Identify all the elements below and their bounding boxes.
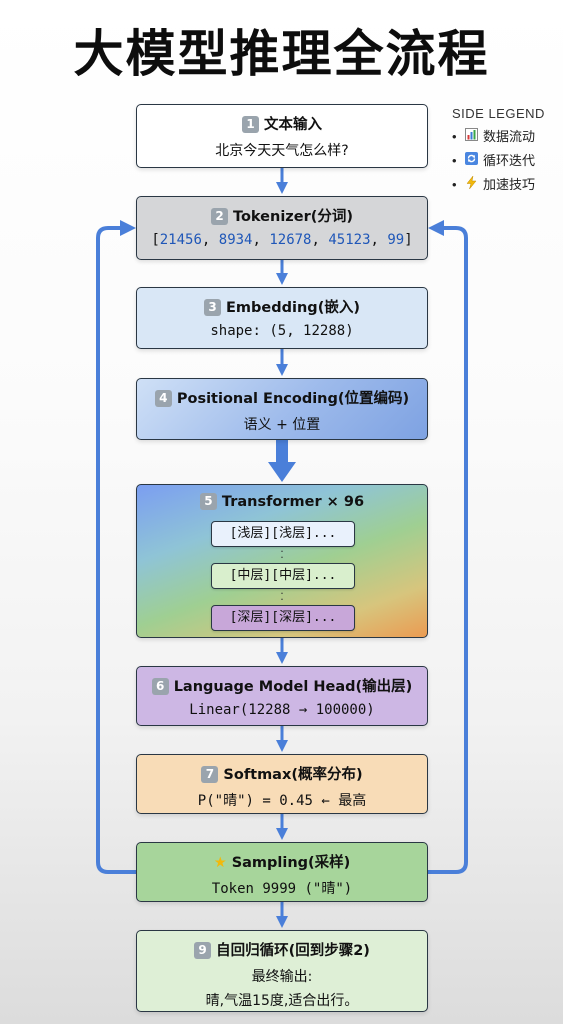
- step-text-input: 1 文本输入 北京今天天气怎么样?: [136, 104, 428, 168]
- vertical-ellipsis: ··: [280, 587, 284, 606]
- step-number-badge: 2: [211, 208, 228, 225]
- legend-title: SIDE LEGEND: [452, 106, 545, 121]
- transformer-deep-layers: [深层][深层]...: [211, 605, 355, 631]
- page-title: 大模型推理全流程: [73, 25, 490, 83]
- arrow-4-5-thick: [268, 440, 296, 482]
- step-title: Embedding(嵌入): [226, 300, 360, 316]
- step-title: Language Model Head(输出层): [173, 679, 413, 695]
- step-detail: 语义 + 位置: [243, 417, 321, 433]
- step-detail: shape: (5, 12288): [210, 323, 354, 339]
- step-title: Transformer × 96: [221, 494, 365, 510]
- step-number-badge: 4: [154, 390, 172, 407]
- step-detail: Linear(12288 → 100000): [189, 702, 375, 718]
- token-id: 21456: [159, 232, 202, 248]
- step-detail: Token 9999 ("晴"): [211, 881, 353, 897]
- transformer-shallow-layers: [浅层][浅层]...: [211, 521, 355, 547]
- final-output-label: 最终输出:: [251, 969, 313, 985]
- loop-arrow-right: [428, 220, 468, 874]
- legend-item-data-flow: •数据流动: [452, 125, 560, 149]
- token-id: 8934: [218, 232, 253, 248]
- legend-item-acceleration: •加速技巧: [452, 173, 560, 197]
- star-icon: ★: [213, 855, 227, 871]
- legend-label: 循环迭代: [483, 153, 536, 168]
- side-legend: SIDE LEGEND •数据流动 •循环迭代 •加速技巧: [452, 106, 560, 197]
- lightning-icon: [462, 173, 480, 197]
- cycle-icon: [462, 149, 480, 173]
- token-id: 12678: [269, 232, 312, 248]
- loop-arrow-left: [96, 220, 136, 874]
- step-number-badge: 5: [199, 493, 217, 510]
- step-number-badge: 6: [151, 678, 169, 695]
- step-title: Positional Encoding(位置编码): [176, 391, 410, 407]
- step-sampling: ★Sampling(采样) Token 9999 ("晴"): [136, 842, 428, 902]
- step-number-badge: 9: [194, 942, 212, 959]
- legend-item-loop: •循环迭代: [452, 149, 560, 173]
- transformer-middle-layers: [中层][中层]...: [211, 563, 355, 589]
- step-detail: P("晴") = 0.45 ← 最高: [197, 793, 367, 809]
- vertical-ellipsis: ··: [280, 545, 284, 564]
- step-title: 文本输入: [264, 117, 322, 133]
- step-title: Tokenizer(分词): [233, 209, 353, 225]
- token-id: 45123: [328, 232, 371, 248]
- step-title: 自回归循环(回到步骤2): [216, 943, 370, 959]
- legend-label: 加速技巧: [483, 177, 536, 192]
- bar-chart-icon: [462, 125, 480, 149]
- token-id-list: [21456, 8934, 12678, 45123, 99]: [151, 232, 413, 248]
- token-id: 99: [387, 232, 405, 248]
- final-output-text: 晴,气温15度,适合出行。: [205, 993, 359, 1009]
- step-tokenizer: 2 Tokenizer(分词) [21456, 8934, 12678, 4512…: [136, 196, 428, 260]
- step-title: Softmax(概率分布): [223, 767, 363, 783]
- step-title: Sampling(采样): [231, 855, 351, 871]
- step-number-badge: 7: [201, 766, 219, 783]
- legend-label: 数据流动: [483, 129, 536, 144]
- step-number-badge: 3: [204, 299, 222, 316]
- step-number-badge: 1: [242, 116, 259, 133]
- step-detail: 北京今天天气怎么样?: [215, 143, 349, 159]
